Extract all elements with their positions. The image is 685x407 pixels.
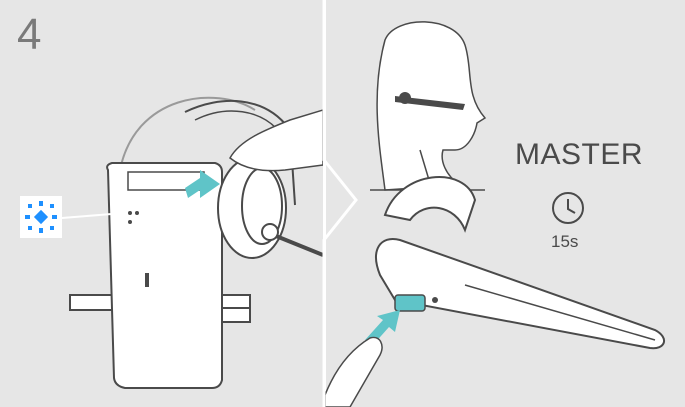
left-panel-docking: 4	[0, 0, 323, 407]
headset-body	[376, 239, 664, 348]
clock-icon	[553, 193, 583, 223]
led-blink-icon	[25, 201, 57, 233]
led-dot-2	[135, 211, 139, 215]
multifunction-button	[395, 295, 425, 311]
mic-boom	[276, 236, 323, 255]
battery-indicator	[145, 273, 149, 287]
finger	[325, 337, 382, 407]
docking-station	[107, 163, 222, 388]
pairing-illustration	[325, 0, 685, 407]
docking-illustration	[0, 0, 323, 407]
hold-duration: 15s	[551, 232, 578, 252]
status-led	[432, 297, 438, 303]
right-panel-pairing: MASTER 15s	[325, 0, 685, 407]
led-dot	[128, 211, 132, 215]
hand	[230, 110, 323, 171]
worn-headset-earpiece	[399, 92, 411, 104]
led-dot-3	[128, 220, 132, 224]
mode-label: MASTER	[515, 138, 643, 172]
